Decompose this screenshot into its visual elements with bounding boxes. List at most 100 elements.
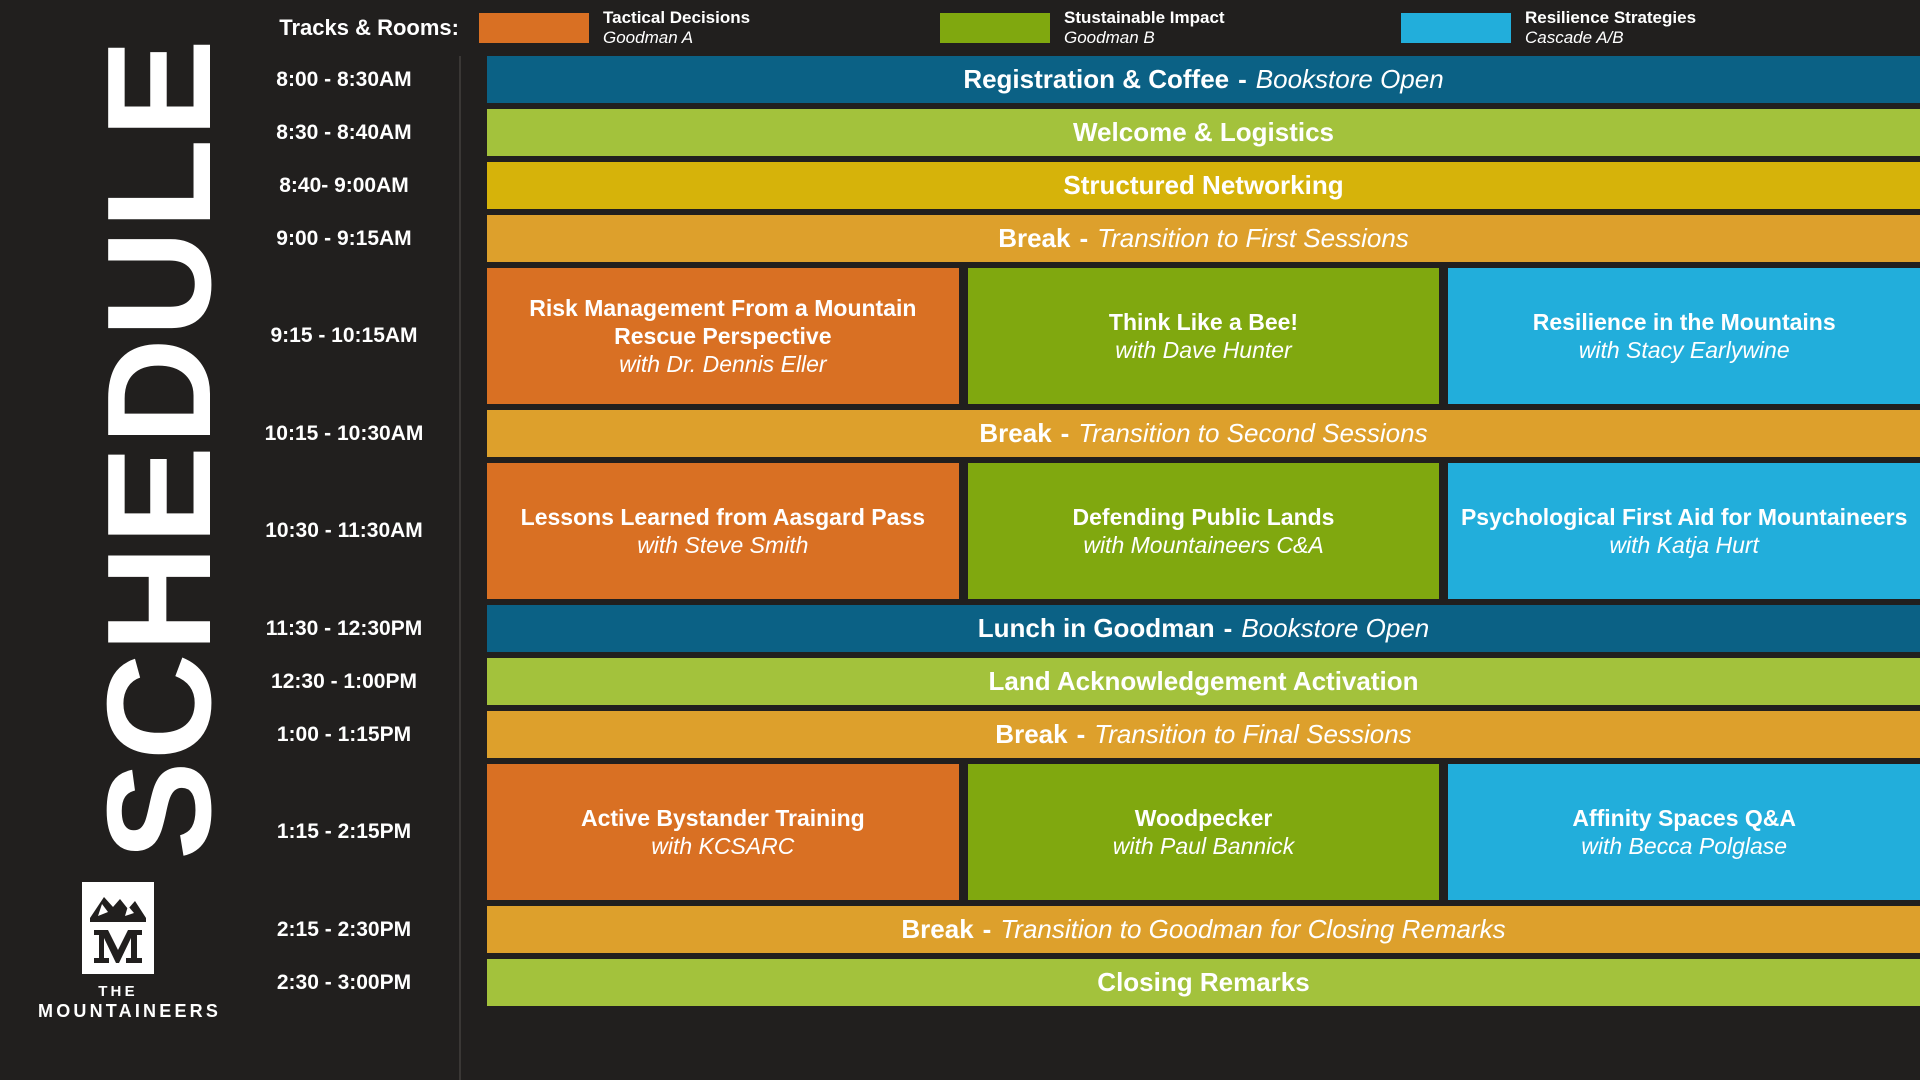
session-title: Closing Remarks — [1097, 966, 1310, 997]
session-separator: - — [1076, 718, 1086, 749]
logo-line-the: THE — [98, 983, 138, 1001]
session-title: Active Bystander Training — [580, 804, 865, 831]
session-separator: - — [1223, 612, 1233, 643]
schedule-row: 2:30 - 3:00PM Closing Remarks — [225, 959, 1920, 1006]
session-presenter: with Stacy Earlywine — [1578, 336, 1790, 363]
session-title: Defending Public Lands — [1072, 503, 1335, 530]
session-title: Registration & Coffee — [963, 63, 1230, 94]
session-presenter: Transition to Goodman for Closing Remark… — [1000, 914, 1506, 945]
row-blocks: Break-Transition to First Sessions — [475, 215, 1920, 262]
session-title: Risk Management From a Mountain Rescue P… — [529, 294, 917, 349]
logo-line-mountaineers: MOUNTAINEERS — [38, 1000, 222, 1021]
schedule-row: 8:30 - 8:40AM Welcome & Logistics — [225, 109, 1920, 156]
session-block[interactable]: Think Like a Bee!with Dave Hunter — [967, 268, 1440, 404]
session-block[interactable]: Welcome & Logistics — [487, 109, 1920, 156]
session-block[interactable]: Closing Remarks — [487, 959, 1920, 1006]
row-blocks: Lunch in Goodman-Bookstore Open — [475, 605, 1920, 652]
session-presenter: Bookstore Open — [1255, 64, 1444, 95]
row-blocks: Registration & Coffee-Bookstore Open — [475, 56, 1920, 103]
legend-room-name: Cascade A/B — [1525, 28, 1624, 47]
row-blocks: Break-Transition to Second Sessions — [475, 410, 1920, 457]
session-block[interactable]: Lunch in Goodman-Bookstore Open — [487, 605, 1920, 652]
schedule-row: 10:30 - 11:30AM Lessons Learned from Aasg… — [225, 463, 1920, 599]
time-column-divider — [459, 56, 461, 1080]
legend-track-name: Tactical Decisions — [603, 7, 751, 27]
schedule-row: 8:00 - 8:30AM Registration & Coffee-Books… — [225, 56, 1920, 103]
session-title: Think Like a Bee! — [1108, 308, 1299, 335]
session-presenter: with Becca Polglase — [1581, 832, 1788, 859]
session-title: Break — [998, 222, 1071, 253]
session-presenter: Transition to Final Sessions — [1094, 719, 1412, 750]
session-presenter: with Paul Bannick — [1112, 832, 1295, 859]
session-presenter: Transition to First Sessions — [1097, 223, 1409, 254]
session-title: Break — [979, 417, 1052, 448]
row-blocks: Break-Transition to Goodman for Closing … — [475, 906, 1920, 953]
schedule-row: 2:15 - 2:30PM Break-Transition to Goodman… — [225, 906, 1920, 953]
session-title: Affinity Spaces Q&A — [1572, 804, 1796, 831]
session-block[interactable]: Psychological First Aid for Mountaineers… — [1448, 463, 1920, 599]
session-title: Land Acknowledgement Activation — [988, 665, 1419, 696]
legend-track-name: Stustainable Impact — [1064, 7, 1225, 27]
time-slot-label: 10:15 - 10:30AM — [264, 421, 424, 445]
session-presenter: with Dr. Dennis Eller — [619, 350, 827, 377]
left-rail: SCHEDULE THE MOUNTAINEERS — [0, 0, 242, 1080]
session-presenter: with KCSARC — [651, 832, 795, 859]
session-title: Lunch in Goodman — [977, 612, 1215, 643]
session-block[interactable]: Break-Transition to Second Sessions — [487, 410, 1920, 457]
session-title: Psychological First Aid for Mountaineers — [1460, 503, 1908, 530]
session-block[interactable]: Risk Management From a Mountain Rescue P… — [487, 268, 959, 404]
row-blocks: Welcome & Logistics — [475, 109, 1920, 156]
time-slot-label: 8:30 - 8:40AM — [276, 120, 412, 144]
time-slot-label: 1:15 - 2:15PM — [276, 820, 412, 843]
row-blocks: Land Acknowledgement Activation — [475, 658, 1920, 705]
session-title: Structured Networking — [1063, 169, 1344, 200]
legend-track-name: Resilience Strategies — [1525, 7, 1697, 27]
session-block[interactable]: Break-Transition to First Sessions — [487, 215, 1920, 262]
time-slot-label: 2:30 - 3:00PM — [276, 970, 412, 994]
session-presenter: with Katja Hurt — [1609, 531, 1759, 558]
session-title: Resilience in the Mountains — [1532, 308, 1836, 335]
legend-label: Tracks & Rooms: — [279, 15, 459, 40]
time-slot-label: 10:30 - 11:30AM — [265, 519, 423, 542]
session-block[interactable]: Break-Transition to Final Sessions — [487, 711, 1920, 758]
session-presenter: with Dave Hunter — [1115, 336, 1292, 363]
session-block[interactable]: Registration & Coffee-Bookstore Open — [487, 56, 1920, 103]
session-separator: - — [1079, 222, 1089, 253]
session-presenter: Transition to Second Sessions — [1078, 418, 1428, 449]
session-block[interactable]: Land Acknowledgement Activation — [487, 658, 1920, 705]
session-title: Break — [901, 913, 974, 944]
time-slot-label: 2:15 - 2:30PM — [276, 917, 412, 941]
time-slot-label: 12:30 - 1:00PM — [271, 669, 417, 693]
time-slot-label: 9:15 - 10:15AM — [270, 324, 418, 347]
session-title: Woodpecker — [1134, 804, 1273, 831]
session-block[interactable]: Structured Networking — [487, 162, 1920, 209]
session-title: Welcome & Logistics — [1072, 116, 1335, 147]
legend-room-name: Goodman B — [1064, 28, 1155, 47]
time-slot-label: 8:40- 9:00AM — [279, 173, 409, 197]
schedule-row: 9:15 - 10:15AM Risk Management From a Mou… — [225, 268, 1920, 404]
schedule-row: 8:40- 9:00AM Structured Networking — [225, 162, 1920, 209]
session-block[interactable]: Break-Transition to Goodman for Closing … — [487, 906, 1920, 953]
time-slot-label: 8:00 - 8:30AM — [276, 67, 412, 91]
session-presenter: Bookstore Open — [1241, 613, 1430, 644]
organization-logo: THE MOUNTAINEERS — [38, 882, 222, 1022]
